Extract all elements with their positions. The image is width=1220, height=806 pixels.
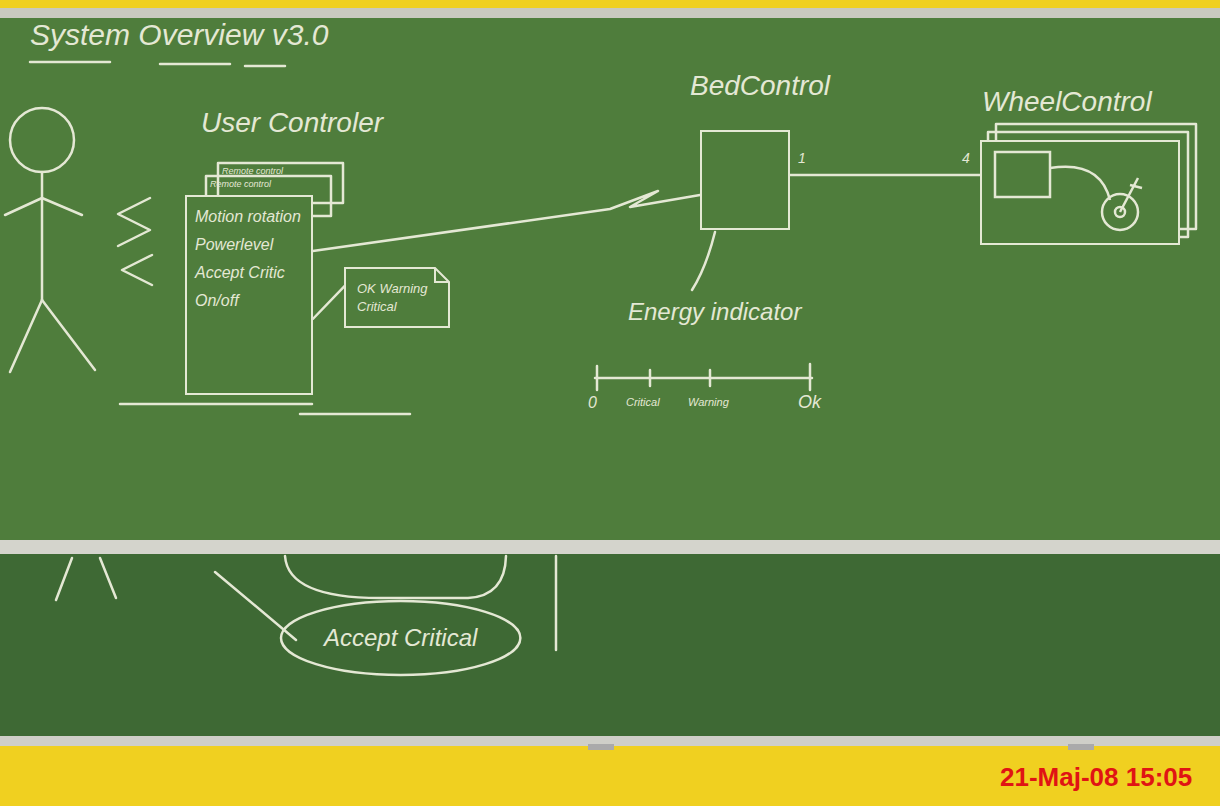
note-outline [345,268,449,327]
connector-line [790,174,980,177]
wheel-drawing [995,152,1142,230]
chalk-drawing [5,62,1196,650]
ellipse-shape [281,601,520,675]
motor-box [995,152,1050,197]
component-heading: BedControl [690,70,830,102]
lower-board [0,554,1220,736]
menu-item: On/off [195,289,301,313]
chalk-tray [0,540,1220,554]
tray-clip [1068,744,1094,750]
scale-label: 0 [588,394,597,412]
scale-label: Energy indicator [628,298,801,326]
controller-card: User ControlerMotion rotationPowerlevelA… [185,195,313,395]
stick-figure-body [41,172,44,300]
use-case-text: Accept Critical [324,624,477,652]
board-title: System Overview v3.0 [30,18,328,52]
stick-figure-leg [42,300,95,370]
underline [120,403,312,406]
leader-line [692,232,715,290]
scale-tick [809,364,812,390]
energy-scale [595,377,812,380]
menu-item: Powerlevel [195,233,301,257]
upper-board [0,18,1220,542]
drive-link [1050,167,1110,200]
axis-mark [1130,185,1142,188]
underline [245,65,285,68]
stick-figure-arms [5,198,82,215]
use-case-actor [56,558,72,600]
scale-label: Ok [798,392,821,413]
note-text: OK Warning Critical [357,280,431,315]
stick-figure-leg [10,300,42,372]
timestamp: 21-Maj-08 15:05 [1000,762,1192,793]
use-case-ellipse: Accept Critical [280,600,521,676]
board-frame [0,8,1220,18]
wheel-illustration [980,140,1180,245]
scale-tick [649,370,652,386]
system-boundary [555,556,558,650]
underline [30,61,110,64]
tray-clip [588,744,614,750]
menu-item: Motion rotation [195,205,301,229]
component-box: WheelControl [980,140,1180,245]
scale-tick [709,370,712,386]
component-heading: WheelControl [982,86,1152,118]
card-label: Remote control [210,179,271,189]
menu-item: Accept Critic [195,261,301,285]
wheel-axis [1120,178,1138,212]
note-shape [345,268,449,327]
use-case-actor [100,558,116,598]
note-box: OK Warning Critical [345,268,449,327]
signal-zigzag [118,198,150,246]
use-case-ellipse [285,556,506,598]
card-label: Remote control [222,166,283,176]
component-box: BedControl [700,130,790,230]
stick-figure-head [10,108,74,172]
component-heading: User Controler [201,102,383,144]
connector-line [313,286,345,319]
underline [300,413,410,416]
scale-label: Warning [688,396,729,408]
scale-tick [596,366,599,390]
underline [160,63,230,66]
multiplicity: 1 [798,150,806,166]
signal-zigzag [122,255,152,285]
multiplicity: 4 [962,150,970,166]
scale-label: Critical [626,396,660,408]
connector-line [313,191,700,251]
